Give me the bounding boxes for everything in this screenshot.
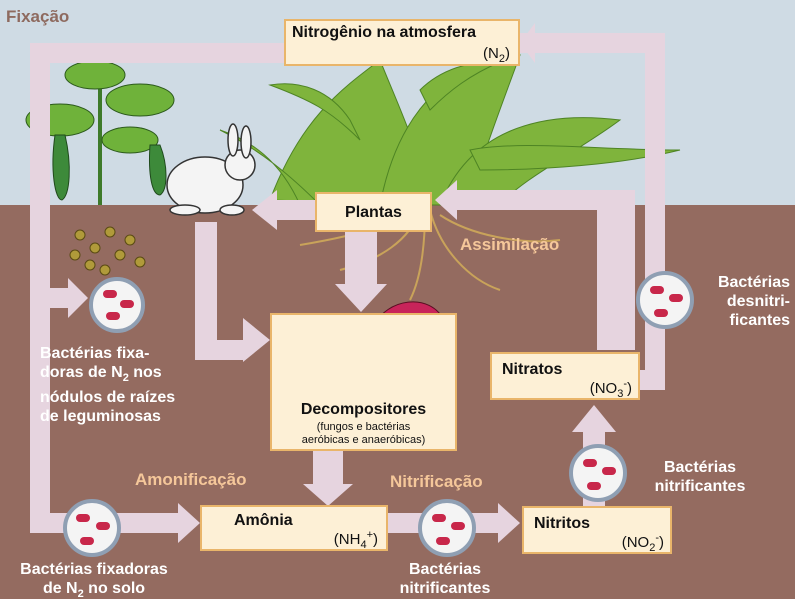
plants-title: Plantas	[345, 204, 402, 221]
bacteria-cell-icon	[103, 290, 117, 298]
nitrates-box: Nitratos (NO3-)	[490, 352, 640, 400]
bacteria-denitrifying	[636, 271, 694, 329]
arrow-head-to-nitrites	[498, 503, 520, 543]
assimilation-label: Assimilação	[460, 235, 560, 254]
arrow-head-to-nitrates	[572, 405, 616, 432]
decomposers-title: Decompositores	[300, 401, 427, 418]
arrow-decomposers-ammonia	[313, 450, 343, 488]
atmosphere-box: Nitrogênio na atmosfera (N2)	[284, 19, 520, 66]
nitrates-formula: (NO3-)	[589, 378, 632, 400]
ammonification-label: Amonificação	[135, 470, 247, 489]
nitrifying-right-caption: Bactérias nitrificantes	[654, 459, 746, 495]
decomposers-line1: (fungos e bactérias	[316, 421, 411, 433]
atmosphere-title: Nitrogênio na atmosfera	[292, 24, 477, 41]
bacteria-cell-icon	[120, 300, 134, 308]
decomposers-box: Decompositores (fungos e bactérias aerób…	[270, 313, 457, 451]
nitrites-box: Nitritos (NO2-)	[522, 506, 672, 554]
nitrifying-bottom-caption: Bactérias nitrificantes	[399, 561, 491, 597]
arrow-head-to-ammonia	[178, 503, 200, 543]
arrow-top-left	[30, 43, 284, 63]
fixation-title: Fixação	[6, 7, 70, 26]
atmosphere-formula: (N2)	[483, 45, 510, 65]
bacteria-nitrifying-bottom	[418, 499, 476, 557]
soil-bacteria-caption: Bactérias fixadoras de N2 no solo	[20, 561, 168, 599]
arrow-head-to-rabbit	[252, 190, 277, 230]
decomposers-line2: aeróbicas e anaeróbicas)	[301, 434, 426, 446]
root-nodules-icon	[69, 226, 146, 276]
legume-bacteria-caption: Bactérias fixa- doras de N2 nos nódulos …	[40, 345, 176, 426]
arrow-head-to-plants-right	[435, 180, 457, 220]
bacteria-soil	[63, 499, 121, 557]
grass-plant-icon	[219, 54, 681, 206]
arrow-head-to-decomposers-left	[243, 318, 270, 362]
arrow-head-to-decomposers	[335, 284, 387, 312]
nitrates-title: Nitratos	[502, 361, 563, 378]
arrow-rabbit-down	[195, 222, 217, 360]
arrow-plants-rabbit	[275, 200, 315, 220]
arrow-top-right	[520, 33, 665, 53]
ammonia-title: Amônia	[234, 512, 293, 529]
arrow-rabbit-decomposers	[195, 340, 245, 360]
arrow-head-down-to-ammonia	[303, 484, 353, 506]
nitrification-label: Nitrificação	[390, 472, 483, 491]
arrow-from-nitrates	[638, 370, 665, 390]
arrow-head-to-atmosphere	[520, 23, 535, 63]
arrow-plants-decomposers	[345, 232, 377, 287]
arrow-right-vertical	[645, 33, 665, 390]
rabbit-icon	[166, 123, 256, 216]
arrow-to-plants-right	[455, 190, 635, 210]
bacteria-nitrifying-right	[569, 444, 627, 502]
ammonia-formula: (NH4+)	[333, 529, 378, 551]
arrow-to-legume-bacteria	[50, 288, 70, 308]
nitrites-title: Nitritos	[534, 515, 590, 532]
denitrifying-caption: Bactérias desnitri- ficantes	[717, 274, 790, 329]
bacteria-legume	[89, 277, 145, 333]
arrow-left-vertical	[30, 43, 50, 533]
plants-box: Plantas	[315, 192, 432, 232]
ammonia-box: Amônia (NH4+)	[200, 505, 388, 551]
arrow-nitrates-plants	[597, 190, 635, 350]
arrow-head-to-legume-bacteria	[68, 278, 88, 318]
nitrites-formula: (NO2-)	[621, 532, 664, 554]
bacteria-cell-icon	[106, 312, 120, 320]
